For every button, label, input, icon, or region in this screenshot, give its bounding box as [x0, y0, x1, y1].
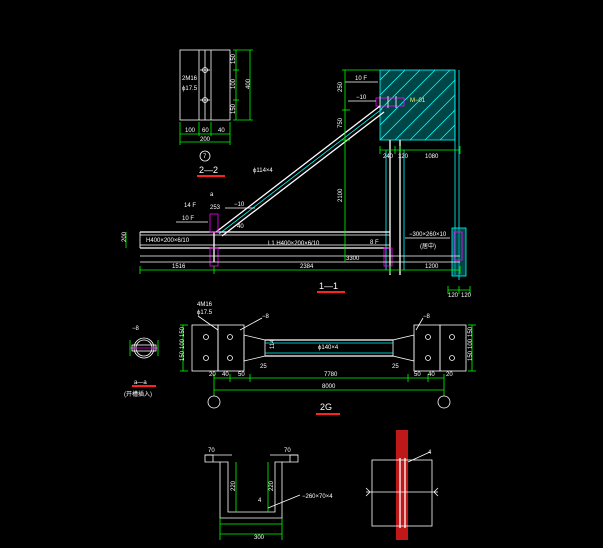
- plate-right: −300×260×10: [409, 232, 447, 238]
- weld-mid: 14 F: [184, 203, 196, 209]
- side-dim-right: 100: [468, 338, 474, 349]
- dim-25a: 25: [260, 364, 267, 370]
- side-dim-right: 150: [468, 350, 474, 361]
- dim-120b: 120: [461, 293, 472, 299]
- grid-axis-icon: [207, 395, 221, 409]
- dim-750: 750: [338, 117, 344, 128]
- dim-height: 400: [246, 78, 252, 89]
- bolt-hole-icon: [203, 334, 209, 340]
- bolt-hole-icon: [425, 355, 431, 361]
- weld-plate: −10: [356, 95, 367, 101]
- dim-250: 250: [338, 81, 344, 92]
- dim-left: 50: [238, 372, 245, 378]
- section-a-a-title: a—a: [134, 380, 147, 386]
- tube-label: ϕ140×4: [318, 345, 339, 351]
- dim-left: 40: [222, 372, 229, 378]
- splice-weld: 4: [428, 450, 432, 456]
- red-column: [396, 430, 408, 540]
- bolt-hole-icon: [449, 355, 455, 361]
- view-g-title: 2G: [320, 402, 332, 412]
- bolt-spec: 2M16: [182, 76, 198, 82]
- dim-side: 150: [231, 53, 237, 64]
- dim-120a: 120: [448, 293, 459, 299]
- brace-label: ϕ114×4: [253, 168, 273, 174]
- side-dim-right: 150: [468, 326, 474, 337]
- channel-detail: 300 70 70 220 220 −260×70×4 4: [204, 448, 333, 541]
- dim-side: 100: [231, 78, 237, 89]
- bolt-hole-icon: [425, 334, 431, 340]
- dim-right: 50: [414, 372, 421, 378]
- dim-120: 120: [398, 154, 409, 160]
- dim-side: 150: [231, 103, 237, 114]
- channel-plate-label: −260×70×4: [302, 494, 333, 500]
- dim-253: 253: [210, 205, 221, 211]
- weld-right: 8 F: [370, 240, 379, 246]
- dim-1080: 1080: [425, 154, 439, 160]
- dim-bottom: 40: [218, 128, 225, 134]
- side-dim-left: 150: [180, 350, 186, 361]
- plate-10: −10: [234, 202, 245, 208]
- dim-40: 40: [237, 224, 244, 230]
- dim-right: 40: [428, 372, 435, 378]
- dim-220b: 220: [269, 480, 275, 491]
- channel-weld: 4: [258, 498, 262, 504]
- hole-spec: ϕ17.5: [182, 86, 198, 92]
- bolt-hole-icon: [449, 334, 455, 340]
- aa-plate: −8: [132, 326, 140, 332]
- section-a-a-note: (开槽插入): [124, 390, 152, 398]
- weld-low: 10 F: [182, 216, 194, 222]
- view-g: ϕ140×4 4M16 ϕ17.5 −8 −8 114 150 100 150 …: [180, 302, 476, 415]
- side-dim-left: 100: [180, 338, 186, 349]
- dim-70b: 70: [284, 448, 291, 454]
- dim-200: 200: [122, 231, 128, 242]
- dim-1200: 1200: [425, 264, 439, 270]
- section-2-2-title: 2—2: [199, 165, 218, 175]
- dim-70a: 70: [208, 448, 215, 454]
- bolt-hole-icon: [203, 355, 209, 361]
- dim-25b: 25: [392, 364, 399, 370]
- marker-number: 7: [203, 154, 207, 160]
- section-1-1-title: 1—1: [319, 281, 338, 291]
- hole-spec-g: ϕ17.5: [197, 310, 213, 316]
- section-1-1: M−01 ϕ114×4 H400×200×6/10 L1 H40: [122, 69, 472, 299]
- grid-axis-icon: [437, 395, 451, 409]
- dim-7780: 7780: [324, 372, 338, 378]
- side-dim-left: 150: [180, 326, 186, 337]
- plate-right-g: −8: [423, 314, 431, 320]
- dim-bottom: 60: [202, 128, 209, 134]
- beam-left-label: H400×200×6/10: [146, 238, 190, 244]
- dim-220a: 220: [231, 480, 237, 491]
- bolt-hole-icon: [227, 334, 233, 340]
- plate-left: −8: [262, 314, 270, 320]
- bolt-spec-g: 4M16: [197, 302, 213, 308]
- plate-right-note: (居中): [420, 242, 436, 250]
- dim-1516: 1516: [172, 264, 186, 270]
- dim-3300: 3300: [346, 256, 360, 262]
- dim-114: 114: [270, 339, 276, 349]
- dim-left: 20: [209, 372, 216, 378]
- wall-mark: M−01: [410, 98, 426, 104]
- weld-a: a: [210, 192, 214, 198]
- dim-8000: 8000: [322, 384, 336, 390]
- dim-2100: 2100: [338, 188, 344, 202]
- dim-width: 200: [200, 137, 211, 143]
- dim-240: 240: [383, 154, 394, 160]
- dim-right: 20: [446, 372, 453, 378]
- dim-bottom: 100: [185, 128, 196, 134]
- wall-hatch: [380, 70, 455, 140]
- dim-300: 300: [254, 535, 265, 541]
- splice-detail: 4: [365, 430, 439, 540]
- section-marker-icon: [199, 150, 211, 162]
- weld-top: 10 F: [355, 76, 367, 82]
- beam-main-label: L1 H400×200×6/10: [268, 241, 320, 247]
- section-a-a: −8 a—a (开槽插入): [124, 326, 159, 398]
- bolt-hole-icon: [227, 355, 233, 361]
- dim-2384: 2384: [300, 264, 314, 270]
- detail-2-2: 2M16 ϕ17.5 150 100 150 400 100 60 40 200…: [179, 49, 253, 177]
